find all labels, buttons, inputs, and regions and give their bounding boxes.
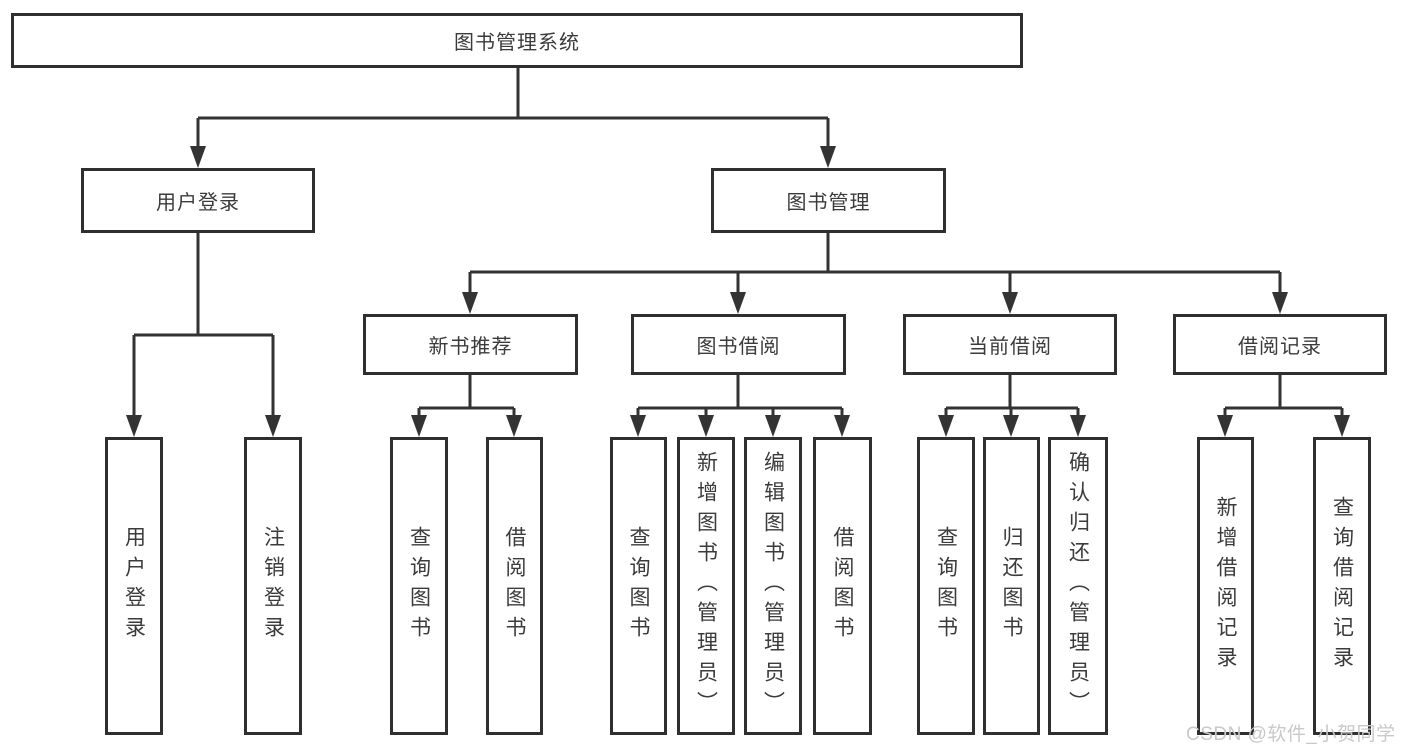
- node-book-management: 图书管理: [711, 168, 946, 233]
- leaf-query-books-recommend: 查询图书: [390, 437, 448, 735]
- leaf-query-books-current: 查询图书: [917, 437, 975, 735]
- node-root-system: 图书管理系统: [11, 13, 1023, 68]
- node-current-borrowing: 当前借阅: [903, 314, 1117, 375]
- leaf-logout: 注销登录: [244, 437, 302, 735]
- leaf-query-books-borrowing: 查询图书: [610, 437, 667, 735]
- leaf-borrow-books-recommend: 借阅图书: [486, 437, 543, 735]
- csdn-watermark: CSDN @软件_小贺同学: [1186, 724, 1396, 745]
- leaf-confirm-return-admin: 确认归还（管理员）: [1048, 437, 1108, 735]
- node-user-login: 用户登录: [81, 168, 315, 233]
- leaf-add-book-admin: 新增图书（管理员）: [677, 437, 735, 735]
- connector-arrowheads: [126, 146, 1350, 437]
- node-book-borrowing: 图书借阅: [631, 314, 846, 375]
- leaf-user-login: 用户登录: [105, 437, 163, 735]
- leaf-query-borrow-record: 查询借阅记录: [1313, 437, 1371, 735]
- leaf-edit-book-admin: 编辑图书（管理员）: [744, 437, 802, 735]
- leaf-add-borrow-record: 新增借阅记录: [1197, 437, 1254, 735]
- leaf-borrow-books-borrowing: 借阅图书: [813, 437, 872, 735]
- node-new-book-recommendation: 新书推荐: [363, 314, 578, 375]
- connector-paths: [132, 68, 1344, 420]
- leaf-return-books: 归还图书: [983, 437, 1040, 735]
- node-borrowing-records: 借阅记录: [1173, 314, 1387, 375]
